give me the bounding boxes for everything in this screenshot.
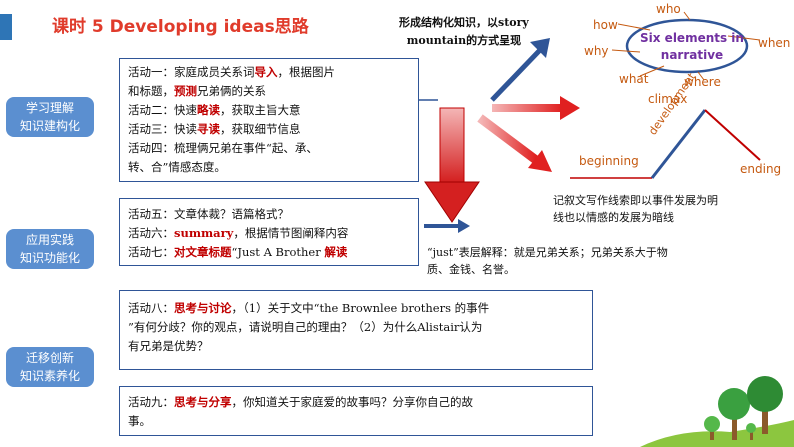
page-title: 课时 5 Developing ideas思路 [52,17,309,37]
structure-note: 形成结构化知识，以story mountain的方式呈现 [399,16,529,47]
label-learn: 学习理解 知识建构化 [6,97,94,137]
activity-panel-4: 活动九：思考与分享，你知道关于家庭爱的故事吗？分享你自己的故 事。 [119,386,593,436]
activity-4: 活动四：梳理俩兄弟在事件“起、承、 [128,141,318,155]
arrow-down [424,107,480,223]
word-what: what [619,72,649,86]
word-why: why [584,44,609,58]
arrow-to-note [490,38,550,102]
activity-9-cont: 事。 [128,414,151,428]
activity-5: 活动五：文章体裁？语篇格式？ [128,207,289,221]
activity-8-cont: ”有何分歧？你的观点，请说明自己的理由？（2）为什么Alistair认为 [128,320,483,334]
activity-9: 活动九：思考与分享，你知道关于家庭爱的故事吗？分享你自己的故 [128,395,473,409]
activity-1: 活动一：家庭成员关系词导入，根据图片 [128,65,335,79]
narrative-ellipse [625,18,749,74]
activity-3: 活动三：快读寻读，获取细节信息 [128,122,301,136]
activity-8: 活动八：思考与讨论，（1）关于文中“the Brownlee brothers … [128,301,490,315]
ellipse-spokes [611,11,761,81]
word-how: how [593,18,618,32]
ellipse-label: Six elements in narrative [640,31,744,62]
clue-note: 记叙文写作线索即以事件发展为明 线也以情感的发展为暗线 [553,194,718,224]
activity-2: 活动二：快速略读，获取主旨大意 [128,103,301,117]
word-when: when [758,36,791,50]
word-beginning: beginning [579,154,639,168]
activity-6: 活动六：summary，根据情节图阐释内容 [128,226,349,240]
activity-4-cont: 转、合”情感态度。 [128,160,226,174]
title-accent-bar [0,14,12,40]
label-transfer: 迁移创新 知识素养化 [6,347,94,387]
just-note: “just”表层解释：就是兄弟关系；兄弟关系大于物 质、金钱、名誉。 [427,246,668,276]
activity-panel-1: 活动一：家庭成员关系词导入，根据图片 和标题，预测兄弟俩的关系 活动二：快速略读… [119,58,419,182]
activity-panel-2: 活动五：文章体裁？语篇格式？ 活动六：summary，根据情节图阐释内容 活动七… [119,198,419,266]
activity-panel-3: 活动八：思考与讨论，（1）关于文中“the Brownlee brothers … [119,290,593,370]
arrow-panel2-right [424,219,470,233]
word-who: who [656,2,681,16]
word-where: where [684,75,721,89]
word-ending: ending [740,162,782,176]
activity-1-cont: 和标题，预测兄弟俩的关系 [128,84,266,98]
story-mountain [570,109,761,179]
activity-7: 活动七：对文章标题“Just A Brother 解读 [128,245,348,259]
arrow-to-diagram [492,96,580,120]
activity-8-cont2: 有兄弟是优势？ [128,339,209,353]
arrow-diagonal [477,114,552,172]
word-climax: climax [648,92,688,106]
trees-decoration [640,376,794,447]
label-apply: 应用实践 知识功能化 [6,229,94,269]
